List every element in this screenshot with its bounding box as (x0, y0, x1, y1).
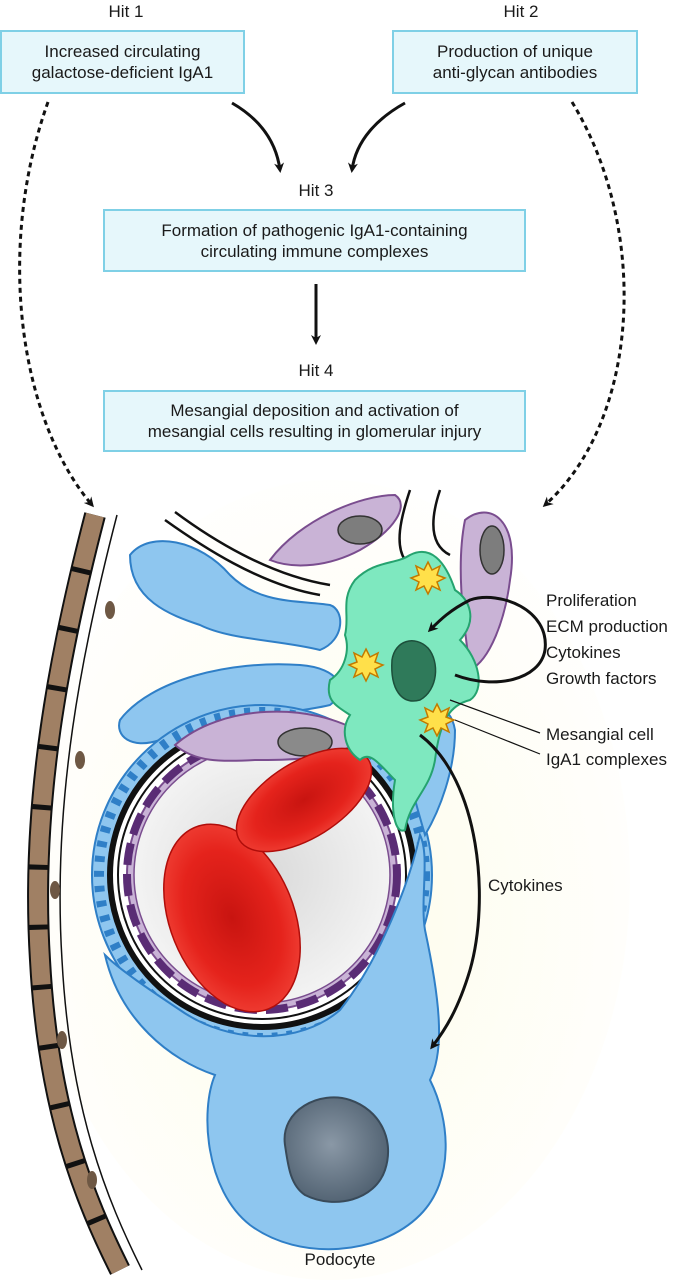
cytokines-label: Cytokines (488, 876, 563, 895)
effect-label-growth-factors: Growth factors (546, 669, 657, 688)
iga1-complex-stars (347, 560, 456, 738)
effect-label-ecm: ECM production (546, 617, 668, 636)
mesangial-cell-label: Mesangial cell (546, 725, 654, 744)
hit3-box: Formation of pathogenic IgA1-containing … (103, 209, 526, 272)
hit1-box-line1: Increased circulating (44, 42, 201, 61)
podocyte-foot-processes-middle (118, 663, 341, 745)
podocyte-nucleus (283, 1096, 390, 1203)
hit4-box-line2: mesangial cells resulting in glomerular … (147, 422, 482, 441)
basement-membrane (164, 489, 451, 597)
flow-arrows (18, 101, 626, 508)
hit4-box: Mesangial deposition and activation of m… (103, 390, 526, 452)
hit2-box-line1: Production of unique (437, 42, 593, 61)
hit3-box-line1: Formation of pathogenic IgA1-containing (161, 220, 468, 240)
hit1-box: Increased circulating galactose-deficien… (0, 30, 245, 94)
hit2-box: Production of unique anti-glycan antibod… (392, 30, 638, 94)
mesangial-nucleus (391, 640, 437, 702)
mesangial-cell-leader (449, 699, 541, 734)
hit3-title: Hit 3 (299, 181, 334, 200)
endothelial-cells (268, 493, 513, 672)
hit2-title: Hit 2 (504, 2, 539, 21)
bowman-capsule (27, 512, 143, 1275)
iga1-complexes-leader (454, 719, 541, 755)
hit3-box-line2: circulating immune complexes (200, 241, 429, 261)
iga1-complexes-label: IgA1 complexes (546, 750, 667, 769)
hit2-box-line2: anti-glycan antibodies (432, 63, 598, 82)
podocyte-label: Podocyte (305, 1250, 376, 1269)
hit4-title: Hit 4 (299, 361, 334, 380)
hit1-box-line2: galactose-deficient IgA1 (31, 63, 214, 82)
autocrine-loop-arrow (427, 595, 547, 684)
effect-label-proliferation: Proliferation (546, 591, 637, 610)
hit4-box-line1: Mesangial deposition and activation of (170, 401, 459, 420)
effect-label-cytokines: Cytokines (546, 643, 621, 662)
podocyte-foot-processes-upper (128, 540, 342, 652)
cytokines-arrow (419, 733, 481, 1050)
red-blood-cells (163, 747, 373, 1013)
hit1-title: Hit 1 (109, 2, 144, 21)
